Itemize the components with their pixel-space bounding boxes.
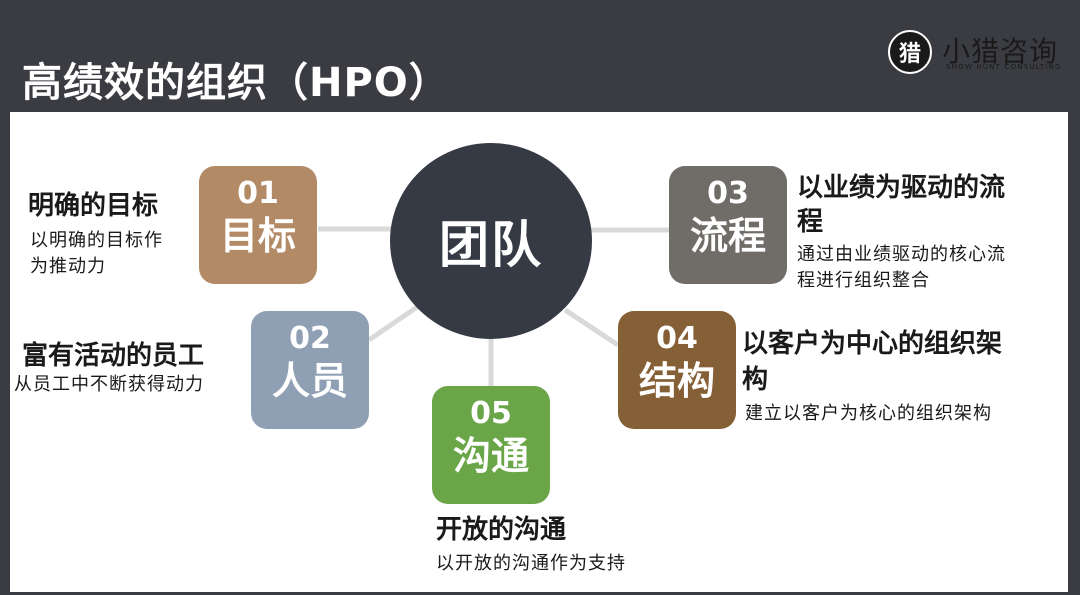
item-04-heading-line-2: 构 — [742, 365, 769, 395]
tile-01-goal: 01 目标 — [199, 166, 317, 284]
item-01-desc-line-1: 以明确的目标作 — [30, 230, 163, 251]
slide-title: 高绩效的组织（HPO） — [22, 60, 450, 106]
tile-02-people: 02 人员 — [251, 311, 369, 429]
item-04-heading-line-1: 以客户为中心的组织架 — [742, 329, 1003, 359]
item-02-heading: 富有活动的员工 — [22, 341, 205, 371]
tile-03-process: 03 流程 — [669, 166, 787, 284]
item-03-heading-line-2: 程 — [797, 207, 824, 237]
tile-label: 目标 — [219, 214, 296, 258]
tile-number: 01 — [237, 176, 279, 211]
item-01-heading: 明确的目标 — [28, 191, 159, 221]
tile-label: 结构 — [638, 359, 715, 403]
connector-02 — [367, 302, 422, 343]
item-05-desc-line-1: 以开放的沟通作为支持 — [436, 553, 626, 574]
tile-label: 沟通 — [452, 434, 529, 478]
tile-04-structure: 04 结构 — [618, 311, 736, 429]
item-01-desc-line-2: 为推动力 — [30, 256, 106, 277]
tile-number: 02 — [289, 321, 331, 356]
hub-label: 团队 — [439, 216, 543, 274]
logo-subtitle: SHOW HUNT CONSULTING — [946, 63, 1062, 71]
tile-number: 05 — [470, 396, 512, 431]
tile-05-communication: 05 沟通 — [432, 386, 550, 504]
logo-name: 小猎咨询 — [942, 35, 1059, 68]
tile-label: 人员 — [271, 359, 348, 403]
item-04-desc-line-1: 建立以客户为核心的组织架构 — [745, 403, 992, 424]
item-03-desc-line-2: 程进行组织整合 — [797, 270, 930, 291]
hub-circle: 团队 — [390, 143, 592, 339]
tile-number: 03 — [707, 176, 749, 211]
connector-04 — [563, 307, 620, 348]
logo-mark: 猎 — [888, 30, 932, 74]
item-03-heading-line-1: 以业绩为驱动的流 — [797, 173, 1006, 203]
item-05-heading: 开放的沟通 — [436, 515, 567, 545]
company-logo: 猎 小猎咨询 SHOW HUNT CONSULTING — [888, 28, 1068, 78]
item-02-desc-line-1: 从员工中不断获得动力 — [14, 374, 204, 395]
tile-label: 流程 — [689, 214, 766, 258]
tile-number: 04 — [656, 321, 698, 356]
item-03-desc-line-1: 通过由业绩驱动的核心流 — [797, 244, 1006, 265]
